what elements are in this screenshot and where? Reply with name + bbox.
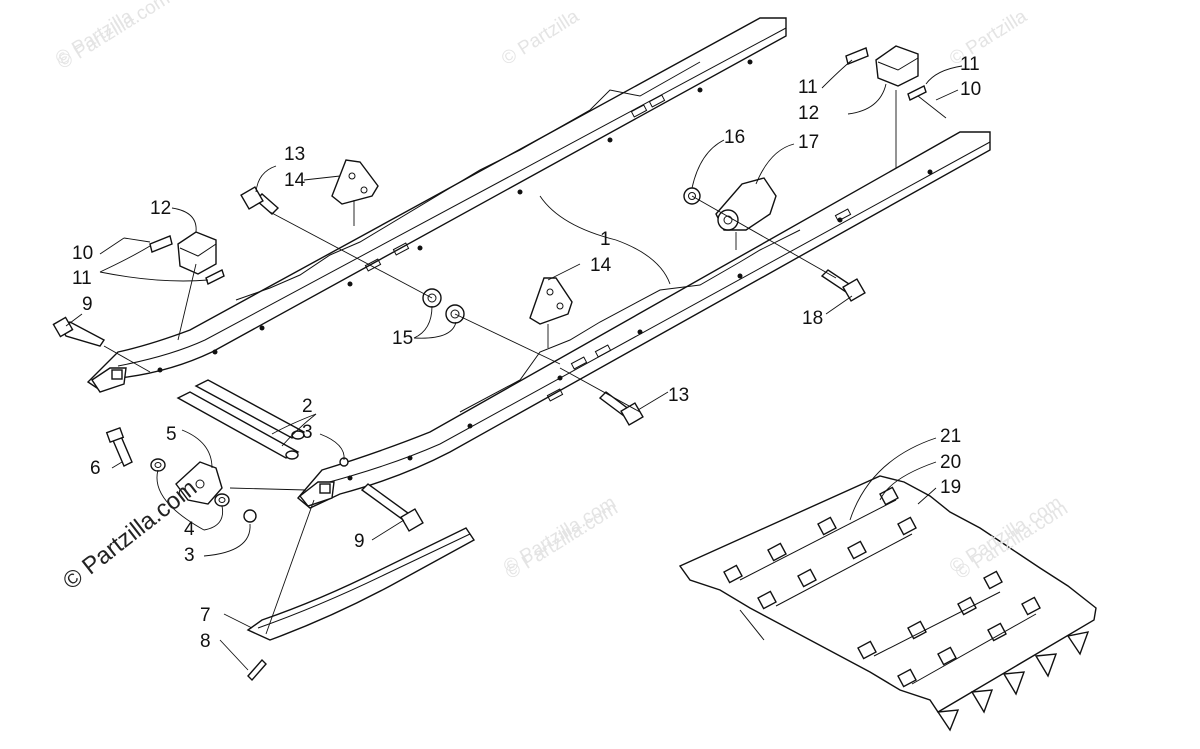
callout-3: 3 bbox=[302, 422, 313, 443]
cotter-pin-10-left bbox=[123, 237, 151, 243]
callout-12: 12 bbox=[150, 198, 172, 219]
callout-1: 1 bbox=[600, 229, 611, 250]
callout-13: 13 bbox=[668, 385, 690, 406]
callout-12: 12 bbox=[798, 103, 820, 124]
bolt-13-right bbox=[598, 391, 644, 426]
idler-block-17 bbox=[715, 177, 777, 231]
callout-7: 7 bbox=[200, 605, 211, 626]
callout-5: 5 bbox=[166, 424, 177, 445]
callout-13: 13 bbox=[284, 144, 306, 165]
callout-11: 11 bbox=[960, 54, 980, 75]
bolt-9-left bbox=[52, 316, 106, 347]
callout-6: 6 bbox=[90, 458, 101, 479]
assembly-lines bbox=[103, 90, 897, 635]
track-rods-21 bbox=[739, 499, 1037, 685]
callout-3: 3 bbox=[184, 545, 195, 566]
cross-shafts bbox=[176, 379, 306, 460]
bolt-9-right bbox=[360, 483, 424, 532]
callout-16: 16 bbox=[724, 127, 746, 148]
stop-block-12-right bbox=[875, 45, 919, 87]
bolt-6 bbox=[105, 427, 133, 467]
callout-17: 17 bbox=[798, 132, 820, 153]
callout-19: 19 bbox=[940, 477, 962, 498]
callout-18: 18 bbox=[802, 308, 824, 329]
callout-9: 9 bbox=[82, 294, 93, 315]
callout-21: 21 bbox=[940, 426, 962, 447]
callout-14: 14 bbox=[590, 255, 612, 276]
callout-10: 10 bbox=[72, 243, 94, 264]
bracket-14-right bbox=[529, 277, 573, 325]
callout-20: 20 bbox=[940, 452, 962, 473]
bolt-13-left bbox=[240, 186, 280, 215]
left-slide-rail bbox=[86, 17, 787, 393]
track-belt bbox=[678, 475, 1097, 732]
wear-strip-screw bbox=[247, 658, 267, 682]
washer-4-a bbox=[150, 458, 166, 472]
callout-10: 10 bbox=[960, 79, 982, 100]
nut-3-a bbox=[243, 509, 257, 523]
callout-2: 2 bbox=[302, 396, 313, 417]
bracket-14-left bbox=[331, 159, 379, 205]
leader-lines bbox=[65, 59, 963, 671]
callout-11: 11 bbox=[72, 268, 92, 289]
callout-11: 11 bbox=[798, 77, 818, 98]
callout-8: 8 bbox=[200, 631, 211, 652]
washer-4-b bbox=[214, 493, 230, 507]
callout-4: 4 bbox=[184, 519, 195, 540]
cotter-pin-10-right bbox=[917, 95, 947, 119]
clip-pin-11-left bbox=[149, 235, 225, 285]
bolt-18 bbox=[820, 269, 866, 302]
callout-15: 15 bbox=[392, 328, 414, 349]
bracket-5 bbox=[175, 461, 223, 505]
track-clips-20 bbox=[723, 486, 1041, 688]
right-slide-rail bbox=[297, 131, 991, 509]
stop-block-12-left bbox=[177, 231, 217, 275]
callout-14: 14 bbox=[284, 170, 306, 191]
callout-9: 9 bbox=[354, 531, 365, 552]
wear-strip bbox=[246, 527, 476, 641]
